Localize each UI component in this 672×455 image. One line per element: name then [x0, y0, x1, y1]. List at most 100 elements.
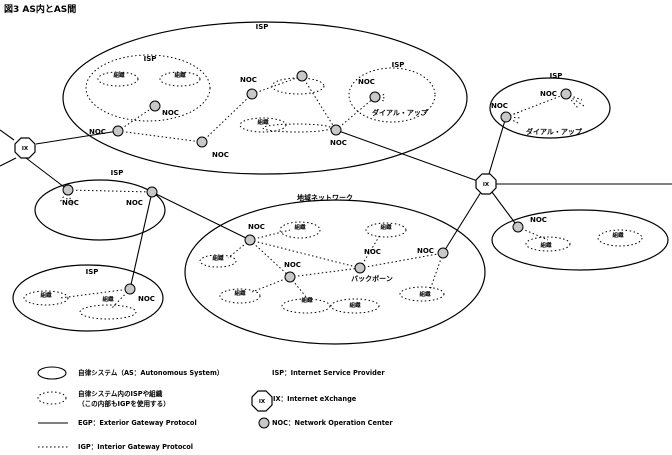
- as-right-bottom: [491, 209, 669, 271]
- org-label: 組織: [102, 295, 114, 303]
- noc-node: [149, 100, 161, 112]
- noc-label: NOC: [364, 248, 381, 256]
- org-c: [271, 77, 325, 95]
- igp-link: [201, 93, 253, 143]
- igp-link: [335, 96, 376, 131]
- egp-link: [35, 130, 119, 145]
- egp-link: [0, 129, 15, 141]
- igp-link: [505, 93, 567, 118]
- noc-node: [296, 70, 308, 82]
- org-label: 組織: [294, 223, 306, 231]
- noc-label: NOC: [540, 90, 557, 98]
- as-top-right: [489, 77, 611, 139]
- dialup-label: ダイアル・アップ: [372, 108, 429, 117]
- org-label: 組織: [113, 71, 125, 79]
- org-k: [365, 222, 407, 238]
- noc-label: NOC: [417, 247, 434, 255]
- as-left-mid: [34, 179, 166, 241]
- figure-title: 図3 AS内とAS間: [4, 3, 76, 15]
- isp-label: ISP: [144, 55, 157, 63]
- noc-label: NOC: [212, 151, 229, 159]
- isp-label: ISP: [256, 23, 269, 31]
- igp-link: [359, 234, 381, 269]
- org-label: 組織: [174, 71, 186, 79]
- org-label: 組織: [301, 296, 313, 304]
- noc-label: NOC: [248, 223, 265, 231]
- igp-link: [249, 239, 291, 278]
- org-label: 組織: [40, 291, 52, 299]
- org-label: 組織: [419, 290, 431, 298]
- igp-link: [289, 267, 361, 278]
- egp-link: [485, 116, 507, 185]
- org-n: [281, 298, 331, 314]
- isp-label: ISP: [550, 72, 563, 80]
- noc-node: [124, 283, 136, 295]
- org-d: [239, 117, 287, 133]
- legend-as-text: 自律システム（AS：Autonomous System）: [78, 368, 223, 377]
- org-m: [219, 288, 261, 304]
- igp-link: [249, 239, 361, 269]
- org-label: 組織: [212, 254, 224, 262]
- igp-link: [117, 130, 203, 143]
- noc-label: NOC: [330, 139, 347, 147]
- egp-link: [335, 129, 487, 185]
- igp-link: [251, 75, 303, 95]
- egp-link: [129, 191, 153, 290]
- isp-inner-topleft: [85, 54, 211, 122]
- org-label: 組織: [540, 241, 552, 249]
- noc-node: [437, 247, 449, 259]
- dialup-line: [565, 93, 579, 109]
- igp-link: [301, 75, 337, 131]
- noc-node: [244, 234, 256, 246]
- ix-node-right-label: IX: [483, 182, 490, 188]
- noc-node: [330, 124, 342, 136]
- org-g: [597, 229, 643, 247]
- noc-label: NOC: [358, 78, 375, 86]
- igp-link: [117, 105, 156, 132]
- noc-label: NOC: [138, 295, 155, 303]
- igp-link: [67, 189, 153, 193]
- as-top-large: [62, 21, 468, 175]
- isp-label: ISP: [111, 169, 124, 177]
- isp-label: ISP: [86, 268, 99, 276]
- noc-label: NOC: [126, 199, 143, 207]
- legend-isp-def: ISP：Internet Service Provider: [272, 369, 385, 377]
- org-p: [399, 286, 445, 302]
- org-l: [199, 254, 237, 268]
- noc-node: [560, 88, 572, 100]
- noc-node: [146, 186, 158, 198]
- noc-label: NOC: [62, 199, 79, 207]
- legend: 自律システム（AS：Autonomous System） 自律システム内のISP…: [37, 366, 393, 451]
- noc-node: [196, 136, 208, 148]
- org-o: [330, 298, 380, 314]
- dialup-line: [67, 189, 73, 207]
- legend-ix-symbol-label: IX: [259, 399, 266, 405]
- legend-igp-text: IGP：Interior Gateway Protocol: [78, 443, 193, 451]
- org-label: 組織: [257, 118, 269, 126]
- ix-node-left: [14, 137, 36, 159]
- dialup-line: [505, 116, 522, 119]
- dialup-line: [59, 189, 69, 203]
- noc-node: [354, 262, 366, 274]
- dialup-line: [65, 189, 69, 207]
- org-f: [525, 236, 571, 252]
- legend-isp-org-text-2: （この内部もIGPを使用する）: [78, 399, 170, 408]
- org-label: 組織: [612, 231, 624, 239]
- noc-label: NOC: [162, 109, 179, 117]
- legend-egp-text: EGP：Exterior Gateway Protocol: [78, 419, 197, 427]
- ix-node-left-label: IX: [22, 146, 29, 152]
- org-j: [279, 221, 321, 239]
- noc-node: [500, 111, 512, 123]
- noc-node: [246, 88, 258, 100]
- org-i: [79, 304, 137, 320]
- legend-noc-symbol: [258, 417, 270, 429]
- igp-link: [249, 229, 291, 241]
- legend-isp-org-symbol: [37, 391, 67, 405]
- igp-link: [251, 276, 291, 293]
- igp-link: [59, 288, 131, 299]
- egp-link: [442, 183, 487, 254]
- backbone-label: バックボーン: [351, 274, 393, 283]
- as-bottom-left: [12, 264, 164, 332]
- org-label: 組織: [234, 289, 246, 297]
- noc-node: [369, 91, 381, 103]
